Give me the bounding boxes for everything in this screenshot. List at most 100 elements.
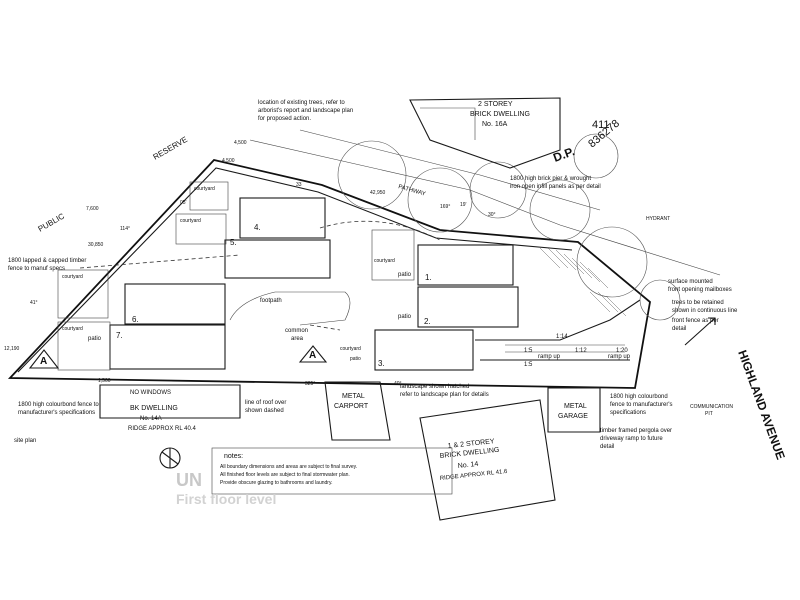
ratio-3: 1:20	[616, 348, 628, 354]
colourbond-note-5: specifications	[610, 410, 646, 416]
faint-floor-text: First floor level	[176, 491, 276, 507]
unit-1-label: 1.	[425, 273, 432, 282]
metal-garage-1: METAL	[564, 403, 587, 410]
dim-7600: 7,600	[86, 206, 99, 212]
ramp-line	[505, 344, 625, 353]
unit-5-label: 5.	[230, 238, 237, 247]
street-arrow-icon	[684, 317, 716, 346]
dim-1500: 1,500	[98, 378, 111, 384]
section-a-right: A	[309, 350, 316, 361]
notes-line-3: Provide obscure glazing to bathrooms and…	[220, 480, 332, 486]
mailbox-note-2: front opening mailboxes	[668, 287, 732, 293]
lot-number: 411	[592, 119, 610, 131]
pier-note-1: 1800 high brick pier & wrought	[510, 176, 591, 182]
north-dwelling-outline	[409, 97, 561, 169]
south-dwelling-outline	[419, 399, 556, 521]
common-area-label-1: common	[285, 328, 308, 334]
dim-42950: 42,950	[370, 190, 386, 196]
courtyard-block-mid	[175, 213, 227, 245]
unit-5-footprint	[224, 239, 331, 279]
colourbond-note-4: fence to manufacturer's	[610, 402, 673, 408]
fence-note-1: front fence as per	[672, 318, 719, 324]
notes-box-frame	[211, 447, 453, 495]
south-dwelling-ridge: RIDGE APPROX RL 41.6	[440, 469, 509, 482]
garage-outline	[547, 387, 601, 433]
driveway-line	[475, 299, 641, 341]
ratio-1: 1:5	[524, 348, 533, 354]
ratio-2: 1:12	[575, 348, 587, 354]
unit-6-footprint	[124, 283, 226, 325]
existing-trees	[337, 133, 681, 321]
dim-19: 19'	[460, 202, 467, 208]
patio-label-1: patio	[398, 272, 412, 278]
courtyard-label-3: courtyard	[194, 186, 215, 192]
metal-carport-2: CARPORT	[334, 403, 369, 410]
pier-note-2: iron open infill panels as per detail	[510, 184, 601, 190]
left-dwelling-outline	[99, 384, 241, 419]
notes-line-2: All finished floor levels are subject to…	[220, 472, 350, 478]
dim-30850: 30,850	[88, 242, 104, 248]
metal-garage-2: GARAGE	[558, 413, 588, 420]
dim-40: 40°	[394, 381, 402, 387]
ramp-up-label-1: ramp up	[538, 354, 561, 360]
pergola-note-2: driveway ramp to future	[600, 436, 663, 442]
section-a-left: A	[40, 356, 47, 367]
dim-325: 325°	[305, 381, 315, 387]
north-dwelling-1: 2 STOREY	[478, 101, 513, 108]
pathway-line	[249, 139, 721, 276]
street-name: HIGHLAND AVENUE	[735, 348, 788, 461]
left-dwelling-ridge: RIDGE APPROX RL 40.4	[128, 426, 196, 432]
public-label: PUBLIC	[37, 211, 67, 233]
comm-pit-label-1: COMMUNICATION	[690, 404, 733, 410]
unit-4-label: 4.	[254, 223, 261, 232]
timber-fence-note-2: fence to manuf specs	[8, 266, 65, 272]
roof-over-dashed	[79, 220, 441, 331]
colourbond-note-2: manufacturer's specifications	[18, 410, 95, 416]
notes-title: notes:	[224, 453, 243, 460]
site-boundary	[7, 159, 651, 389]
dim-12: 12,190	[4, 346, 20, 352]
colourbond-note-3: 1800 high colourbond	[610, 394, 668, 400]
pergola-note-3: detail	[600, 444, 614, 450]
patio-label-3: patio	[88, 336, 102, 342]
mailbox-note-1: surface mounted	[668, 279, 713, 285]
common-area-label-2: area	[291, 336, 304, 342]
roof-note-1: line of roof over	[245, 400, 286, 406]
dim-33: 33	[296, 182, 302, 188]
courtyard-label-2: courtyard	[62, 326, 83, 332]
north-dwelling-3: No. 16A	[482, 121, 508, 128]
dim-4500a: 4,500	[234, 140, 247, 146]
hydrant-label: HYDRANT	[646, 216, 670, 222]
unit-1-footprint	[417, 244, 514, 286]
left-dwelling-name: BK DWELLING	[130, 405, 178, 412]
dim-05: 05'	[180, 200, 187, 206]
footpath-label: footpath	[260, 298, 282, 304]
south-dwelling-1: 1 & 2 STOREY	[447, 438, 495, 450]
comm-pit-label-2: PIT	[705, 411, 713, 417]
metal-carport-1: METAL	[342, 393, 365, 400]
ratio-5: 1:5	[524, 362, 533, 368]
ramp-up-label-2: ramp up	[608, 354, 631, 360]
building-footprints	[57, 181, 519, 371]
timber-fence-note-1: 1800 lapped & capped timber	[8, 258, 86, 264]
unit-2-footprint	[417, 286, 519, 328]
unit-7-footprint	[109, 324, 226, 370]
courtyard-label-6: courtyard	[340, 346, 361, 352]
unit-2-label: 2.	[424, 317, 431, 326]
courtyard-block-left	[57, 269, 109, 319]
courtyard-label-1: courtyard	[62, 274, 83, 280]
north-dwelling-outline-2	[420, 107, 476, 140]
notes-line-1: All boundary dimensions and areas are su…	[220, 464, 357, 470]
pathway-line-2	[299, 129, 601, 211]
unit-7-label: 7.	[116, 331, 123, 340]
dim-41: 41°	[30, 300, 38, 306]
roof-note-2: shown dashed	[245, 408, 284, 414]
unit-6-label: 6.	[132, 315, 139, 324]
dim-30: 30°	[488, 212, 496, 218]
landscape-hatch	[539, 247, 627, 317]
left-dwelling-windows: NO WINDOWS	[130, 390, 171, 396]
unit-3-label: 3.	[378, 359, 385, 368]
section-marker-left	[28, 349, 60, 369]
unit-4-footprint	[239, 197, 326, 239]
